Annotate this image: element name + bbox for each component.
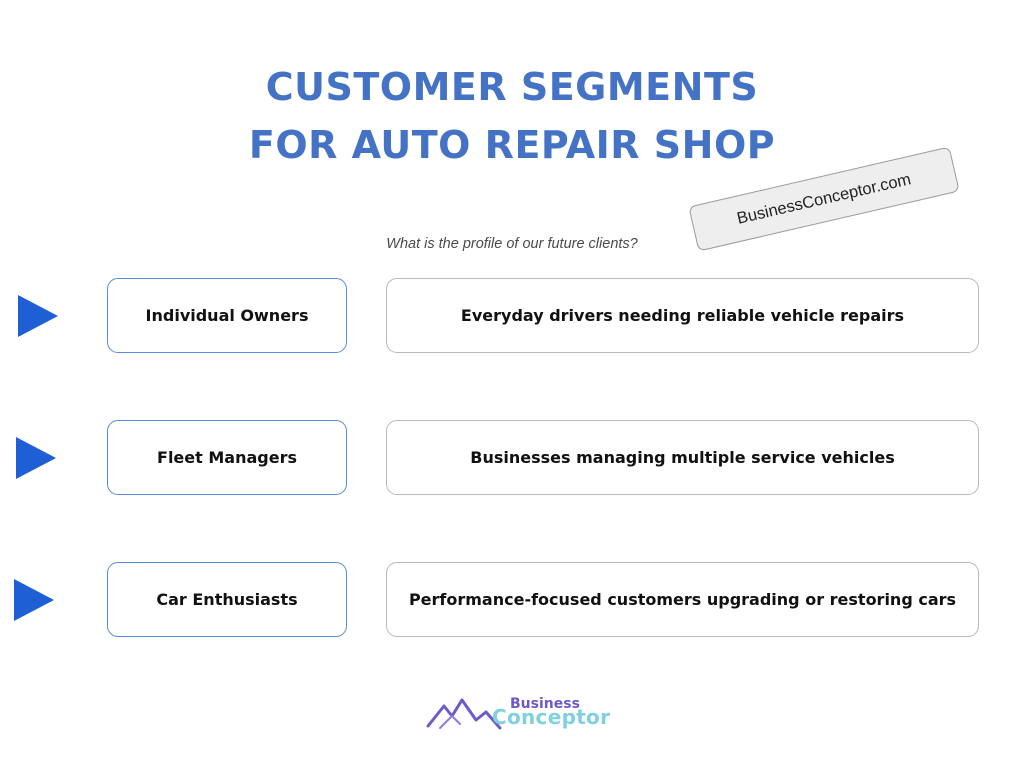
segment-name-box: Individual Owners bbox=[107, 278, 347, 353]
segment-description-box: Everyday drivers needing reliable vehicl… bbox=[386, 278, 979, 353]
title-line-1: CUSTOMER SEGMENTS bbox=[265, 65, 759, 109]
business-conceptor-logo: Business Conceptor bbox=[426, 694, 626, 734]
page-title: CUSTOMER SEGMENTS FOR AUTO REPAIR SHOP bbox=[0, 58, 1024, 174]
arrow-right-icon bbox=[16, 437, 56, 479]
logo-text-business: Business bbox=[510, 696, 580, 712]
logo-text-conceptor: Conceptor bbox=[492, 705, 611, 729]
segment-row-fleet-managers: Fleet Managers Businesses managing multi… bbox=[0, 420, 1024, 496]
segment-row-car-enthusiasts: Car Enthusiasts Performance-focused cust… bbox=[0, 562, 1024, 638]
segment-row-individual-owners: Individual Owners Everyday drivers needi… bbox=[0, 278, 1024, 354]
subtitle: What is the profile of our future client… bbox=[386, 236, 638, 252]
arrow-right-icon bbox=[18, 295, 58, 337]
segment-description-box: Performance-focused customers upgrading … bbox=[386, 562, 979, 637]
mountain-logo-icon bbox=[426, 698, 502, 730]
segment-name-box: Fleet Managers bbox=[107, 420, 347, 495]
title-line-2: FOR AUTO REPAIR SHOP bbox=[248, 123, 776, 167]
segment-name-box: Car Enthusiasts bbox=[107, 562, 347, 637]
arrow-right-icon bbox=[14, 579, 54, 621]
segment-description-box: Businesses managing multiple service veh… bbox=[386, 420, 979, 495]
